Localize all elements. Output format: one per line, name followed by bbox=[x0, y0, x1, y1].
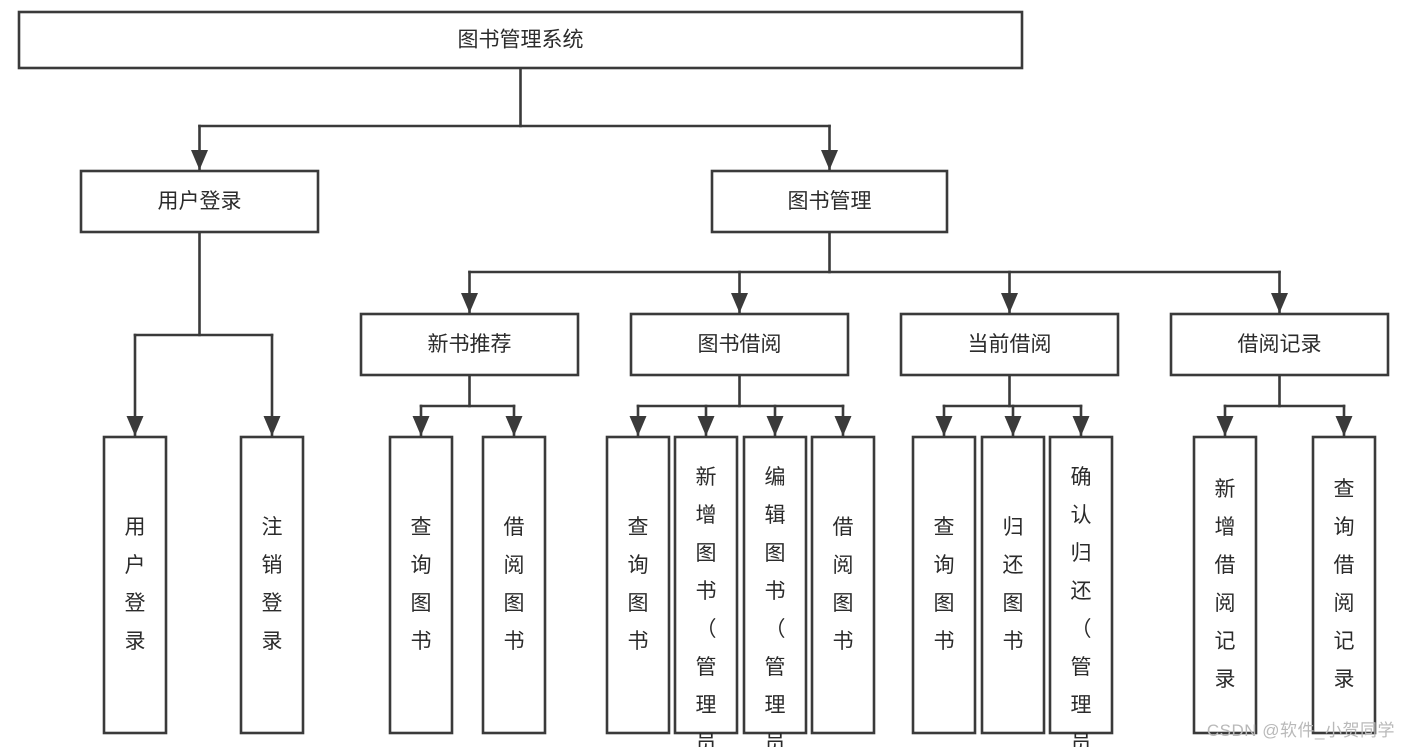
node-new-book-recommend[interactable]: 新书推荐 bbox=[359, 312, 580, 377]
node-label: 当前借阅 bbox=[968, 333, 1052, 356]
node-layer: 图书管理系统用户登录图书管理新书推荐图书借阅当前借阅借阅记录用户登录注销登录查询… bbox=[17, 10, 1390, 747]
node-leaf-query-book-recommend[interactable]: 查询图书 bbox=[388, 435, 454, 735]
connector-borrow-record bbox=[1216, 373, 1353, 438]
node-book-management[interactable]: 图书管理 bbox=[710, 169, 949, 234]
connector-user-login bbox=[126, 230, 281, 438]
node-root[interactable]: 图书管理系统 bbox=[17, 10, 1024, 70]
node-leaf-borrow-book[interactable]: 借阅图书 bbox=[810, 435, 876, 735]
node-label: 图书管理 bbox=[788, 190, 872, 213]
node-leaf-query-book-borrow[interactable]: 查询图书 bbox=[605, 435, 671, 735]
node-leaf-confirm-return-admin[interactable]: 确认归还（管理员） bbox=[1048, 435, 1114, 747]
connector-new-book-recommend bbox=[412, 373, 523, 438]
node-label: 图书管理系统 bbox=[458, 29, 584, 52]
connector-root bbox=[191, 66, 838, 172]
node-label: 新增图书（管理员） bbox=[696, 466, 717, 747]
node-user-login[interactable]: 用户登录 bbox=[79, 169, 320, 234]
node-label: 借阅图书 bbox=[833, 516, 854, 653]
connector-book-management bbox=[461, 230, 1288, 315]
node-leaf-edit-book-admin[interactable]: 编辑图书（管理员） bbox=[742, 435, 808, 747]
node-label: 图书借阅 bbox=[698, 333, 782, 356]
node-leaf-user-login[interactable]: 用户登录 bbox=[102, 435, 168, 735]
node-label: 用户登录 bbox=[125, 516, 146, 653]
node-leaf-query-borrow-record[interactable]: 查询借阅记录 bbox=[1311, 435, 1377, 735]
node-leaf-return-book[interactable]: 归还图书 bbox=[980, 435, 1046, 735]
node-leaf-query-book-current[interactable]: 查询图书 bbox=[911, 435, 977, 735]
node-label: 查询借阅记录 bbox=[1334, 478, 1355, 691]
node-label: 借阅记录 bbox=[1238, 333, 1322, 356]
node-borrow-record[interactable]: 借阅记录 bbox=[1169, 312, 1390, 377]
node-leaf-add-borrow-record[interactable]: 新增借阅记录 bbox=[1192, 435, 1258, 735]
node-label: 编辑图书（管理员） bbox=[765, 466, 786, 747]
connector-current-borrow bbox=[935, 373, 1090, 438]
node-label: 用户登录 bbox=[158, 190, 242, 213]
node-book-borrow[interactable]: 图书借阅 bbox=[629, 312, 850, 377]
node-label: 查询图书 bbox=[628, 516, 649, 653]
node-label: 归还图书 bbox=[1003, 516, 1024, 653]
node-label: 注销登录 bbox=[262, 516, 283, 653]
node-label: 借阅图书 bbox=[504, 516, 525, 653]
connector-layer bbox=[126, 66, 1353, 438]
node-leaf-logout-login[interactable]: 注销登录 bbox=[239, 435, 305, 735]
node-leaf-borrow-book-recommend[interactable]: 借阅图书 bbox=[481, 435, 547, 735]
node-current-borrow[interactable]: 当前借阅 bbox=[899, 312, 1120, 377]
node-label: 新书推荐 bbox=[428, 333, 512, 356]
node-label: 确认归还（管理员） bbox=[1071, 466, 1092, 747]
node-label: 查询图书 bbox=[934, 516, 955, 653]
connector-book-borrow bbox=[629, 373, 852, 438]
node-leaf-add-book-admin[interactable]: 新增图书（管理员） bbox=[673, 435, 739, 747]
node-label: 查询图书 bbox=[411, 516, 432, 653]
node-label: 新增借阅记录 bbox=[1215, 478, 1236, 691]
